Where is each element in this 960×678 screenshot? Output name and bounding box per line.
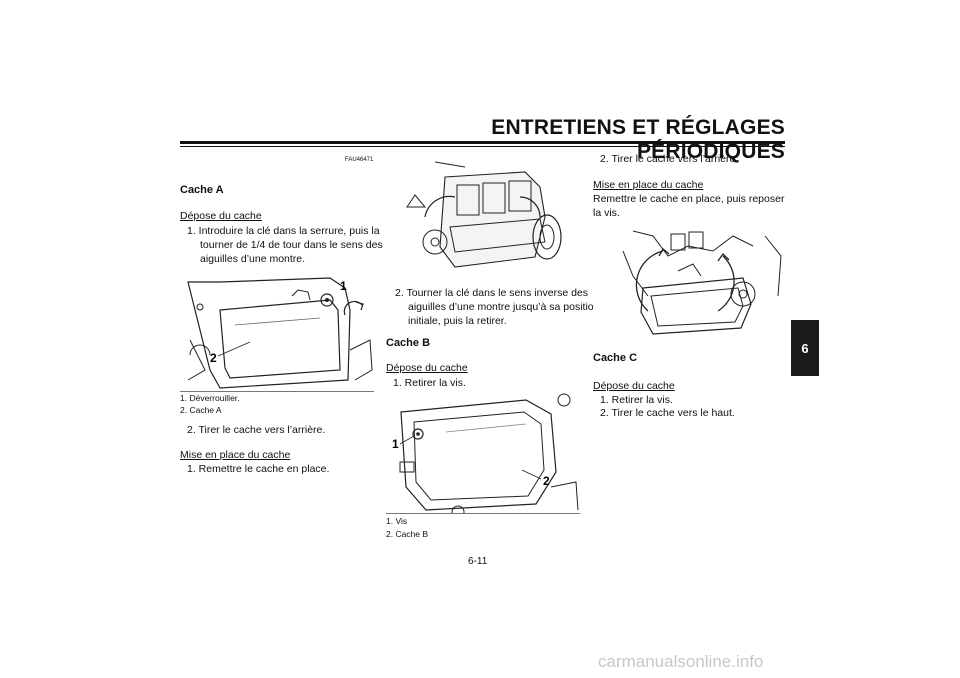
- subheading-depose-c: Dépose du cache: [593, 380, 675, 392]
- caption-rule: [180, 391, 374, 392]
- figure-cache-b: 1 2: [386, 392, 580, 514]
- section-heading-cache-b: Cache B: [386, 337, 431, 349]
- step-introduire-cle: 1. Introduire la clé dans la serrure, pu…: [187, 225, 383, 265]
- caption-rule-b: [386, 513, 580, 514]
- figure-cache-a: 1 2: [180, 270, 374, 392]
- figure-label-2: 2: [210, 351, 217, 365]
- step-retirer-vis-c: 1. Retirer la vis.: [600, 394, 673, 406]
- step-tirer-vers-haut: 2. Tirer le cache vers le haut.: [600, 407, 735, 419]
- section-heading-cache-a: Cache A: [180, 184, 224, 196]
- step-remettre-cache: 1. Remettre le cache en place.: [187, 463, 330, 475]
- figure-caption-2: 2. Cache A: [180, 405, 222, 415]
- section-heading-cache-c: Cache C: [593, 352, 638, 364]
- watermark: carmanualsonline.info: [598, 652, 764, 671]
- page-title: ENTRETIENS ET RÉGLAGES PÉRIODIQUES: [491, 116, 785, 163]
- step-tirer-cache: 2. Tirer le cache vers l’arrière.: [187, 424, 326, 436]
- step-tourner-cle: 2. Tourner la clé dans le sens inverse d…: [395, 287, 600, 327]
- figure-label-1: 1: [340, 279, 347, 293]
- figure-cache-b-install: [593, 216, 787, 338]
- subheading-mise-en-place-b: Mise en place du cache: [593, 179, 704, 191]
- subheading-mise-en-place-a: Mise en place du cache: [180, 449, 291, 461]
- reference-code: FAU46471: [345, 157, 374, 163]
- figure-label-b-2: 2: [543, 474, 550, 488]
- figure-caption-1: 1. Déverrouiller.: [180, 393, 240, 403]
- subheading-depose-b: Dépose du cache: [386, 362, 468, 374]
- step-tirer-cache-c: 2. Tirer le cache vers l’arrière.: [600, 153, 739, 165]
- figure-label-b-1: 1: [392, 437, 399, 451]
- figure-caption-b-2: 2. Cache B: [386, 529, 429, 539]
- figure-caption-b-1: 1. Vis: [386, 516, 408, 526]
- figure-cache-a-key: [395, 157, 589, 279]
- step-retirer-vis-b: 1. Retirer la vis.: [393, 377, 466, 389]
- chapter-tab: 6: [791, 320, 819, 376]
- header-rule: [180, 141, 785, 144]
- subheading-depose-a: Dépose du cache: [180, 210, 262, 222]
- page-number: 6-11: [468, 556, 488, 567]
- header-rule-thin: [180, 146, 785, 147]
